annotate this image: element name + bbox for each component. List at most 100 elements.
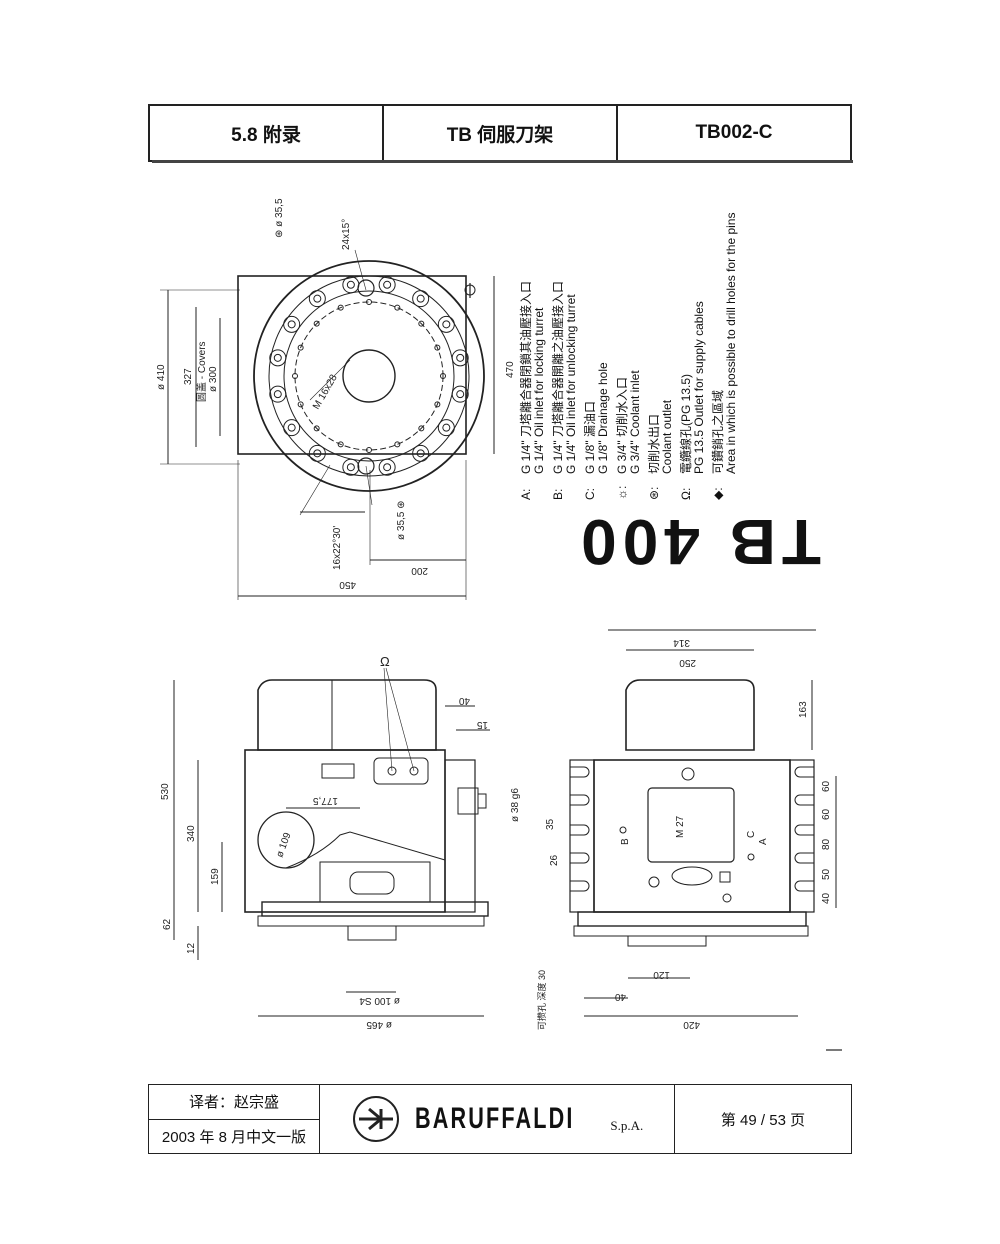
front-left-flange [569,759,595,913]
dim-thread: M 16x28 [311,372,340,411]
legend-row: Ω:電纜線孔(PG 13.5)PG 13.5 Outlet for supply… [679,200,706,500]
dim-12: 12 [186,942,197,954]
pitch-hole [394,304,401,311]
dim-60-b: 60 [821,808,832,820]
mounting-slot [794,880,814,892]
bolt-hole [308,444,326,462]
turret-disk-outer [253,260,485,492]
bolt-holes [269,276,469,476]
pitch-hole [394,441,401,448]
dim-250: 250 [679,657,696,668]
bolt-hole-inner [346,280,355,289]
bolt-hole [437,315,455,333]
top-view: ⊛ ø 35,5 24x15° ø 410 327 圆盖 - Covers ø … [156,198,516,600]
legend-text-en: Coolant outlet [660,399,674,474]
note-drill: 可攒孔 深度 30 [536,970,547,1030]
mounting-slot [794,766,814,778]
dim-40: 40 [458,695,470,706]
header-title: TB 伺服刀架 [384,106,618,160]
bolt-hole [269,385,287,403]
turret-pitch-circle [294,301,444,451]
bolt-hole-inner [313,449,322,458]
dim-15: 15 [476,719,488,730]
side-body [244,749,446,913]
front-base [577,911,807,927]
bolt-hole-inner [442,423,451,432]
dim-200: 200 [411,565,428,576]
pitch-hole [297,401,304,408]
dim-d300: ø 300 [208,366,219,392]
legend-key: A: [519,488,533,500]
legend-key: B: [551,488,565,500]
small-holes [292,299,446,453]
mounting-slot [570,794,590,806]
dim-35: 35 [545,818,556,830]
front-view: B A C M 27 314 250 163 60 60 80 50 40 35… [545,629,842,1051]
brand-name: BARUFFALDI [414,1102,575,1135]
dim-d410: ø 410 [156,364,167,390]
dim-177: 177,5 [313,795,338,806]
mounting-slot [794,794,814,806]
dim-d465: ø 465 [366,1019,392,1030]
dim-327: 327 [183,368,194,385]
bolt-hole-inner [383,280,392,289]
legend-key: C: [583,488,597,500]
header-section: 5.8 附录 [150,106,384,160]
pitch-hole [313,425,320,432]
model-name: TB 400 [575,506,821,578]
turret-inner-circle [283,290,455,462]
dim-159: 159 [210,868,221,885]
coolant-outlet-top [357,279,375,297]
pitch-hole [434,401,441,408]
dim-50: 50 [821,868,832,880]
pitch-hole [418,320,425,327]
translator: 译者：赵宗盛 [149,1085,319,1120]
dim-163: 163 [798,701,809,718]
legend-text-en: G 1/4" Oil inlet for locking turret [532,307,546,474]
header-code: TB002-C [695,122,773,143]
front-motor-housing [625,679,755,751]
dim-40-v: 40 [821,892,832,904]
legend-text-en: G 3/4" Coolant inlet [628,370,642,474]
pitch-hole [313,320,320,327]
pitch-hole [440,373,446,379]
dim-40-h: 40 [614,991,626,1002]
dim-chamfer: 24x15° [341,219,352,250]
legend-text: 電纜線孔(PG 13.5)PG 13.5 Outlet for supply c… [679,301,706,474]
label-covers: 圆盖 - Covers [195,341,208,402]
pitch-hole [292,373,298,379]
mounting-slot [570,824,590,836]
dim-d35-bottom: ø 35,5 ⊛ [396,500,407,540]
front-right-flange [789,759,815,913]
bolt-hole-inner [442,320,451,329]
bolt-hole [269,349,287,367]
pitch-hole [337,441,344,448]
legend-text-en: G 1/4" Oil inlet for unlocking turret [564,294,578,474]
bolt-hole-inner [273,390,282,399]
header-shadow [152,160,853,163]
dim-d100: ø 100 S4 [359,995,400,1006]
legend-key: ☼: [615,485,629,500]
bolt-hole [342,458,360,476]
dim-80: 80 [821,838,832,850]
dim-314: 314 [673,637,690,648]
pitch-hole [418,425,425,432]
bolt-hole-inner [456,353,465,362]
bolt-hole [283,315,301,333]
legend-key: ⊛: [647,486,661,500]
bolt-hole-inner [313,294,322,303]
page-number: 第 49 / 53 页 [720,1111,806,1129]
dim-60-a: 60 [821,780,832,792]
dim-26: 26 [549,854,560,866]
